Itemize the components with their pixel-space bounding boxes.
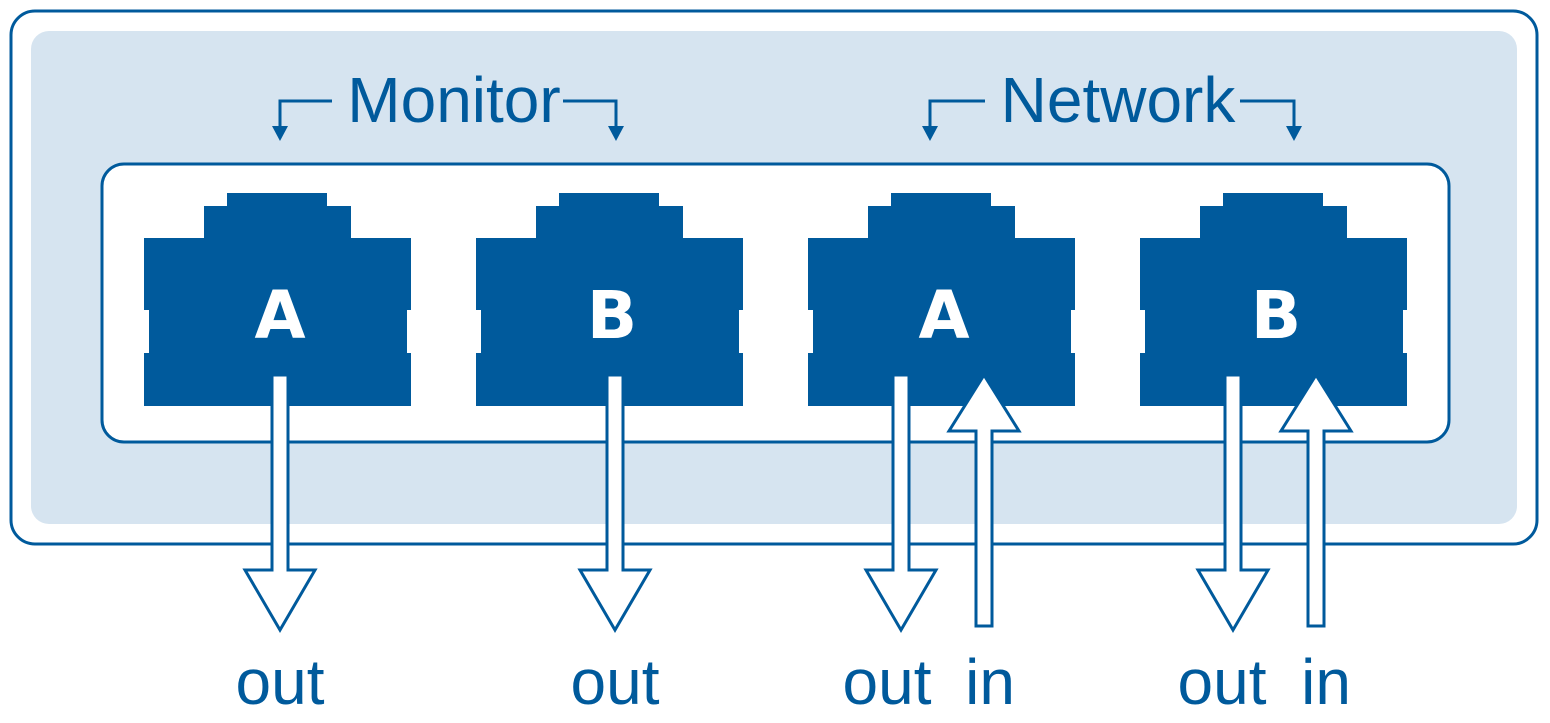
network-bracket-left-arrowhead <box>922 126 938 141</box>
direction-label-in: in <box>965 646 1015 718</box>
network-bracket-right-arrow <box>1240 99 1296 128</box>
port-monitor-b: B out <box>476 193 743 718</box>
in-arrow-icon <box>946 372 1022 628</box>
port-letter: B <box>1251 277 1301 354</box>
direction-label-out: out <box>571 646 660 718</box>
out-arrow-icon <box>863 373 939 633</box>
monitor-bracket-left-arrowhead <box>272 126 288 141</box>
monitor-bracket-left-arrow <box>278 99 332 128</box>
direction-label-out: out <box>1178 646 1267 718</box>
rj45-jack-icon <box>476 193 743 406</box>
group-label-monitor: Monitor <box>347 64 560 136</box>
group-monitor: Monitor <box>272 64 624 141</box>
port-network-b: B out in <box>1140 193 1407 718</box>
direction-label-in: in <box>1301 646 1351 718</box>
out-arrow-icon <box>577 373 653 633</box>
monitor-bracket-right-arrow <box>563 99 618 128</box>
port-network-a: A out in <box>808 193 1075 718</box>
network-bracket-left-arrow <box>928 99 985 128</box>
rj45-jack-icon <box>144 193 411 406</box>
rj45-jack-icon <box>808 193 1075 406</box>
direction-label-out: out <box>843 646 932 718</box>
rj45-jack-icon <box>1140 193 1407 406</box>
port-bay <box>100 162 1451 444</box>
in-arrow-icon <box>1278 372 1354 628</box>
out-arrow-icon <box>242 373 318 633</box>
network-bracket-right-arrowhead <box>1286 126 1302 141</box>
group-network: Network <box>922 64 1302 141</box>
monitor-bracket-right-arrowhead <box>608 126 624 141</box>
port-letter: A <box>254 277 305 354</box>
port-letter: A <box>918 277 969 354</box>
group-label-network: Network <box>1001 64 1237 136</box>
port-monitor-a: A out <box>144 193 411 718</box>
out-arrow-icon <box>1195 373 1271 633</box>
port-letter: B <box>587 277 637 354</box>
direction-label-out: out <box>236 646 325 718</box>
